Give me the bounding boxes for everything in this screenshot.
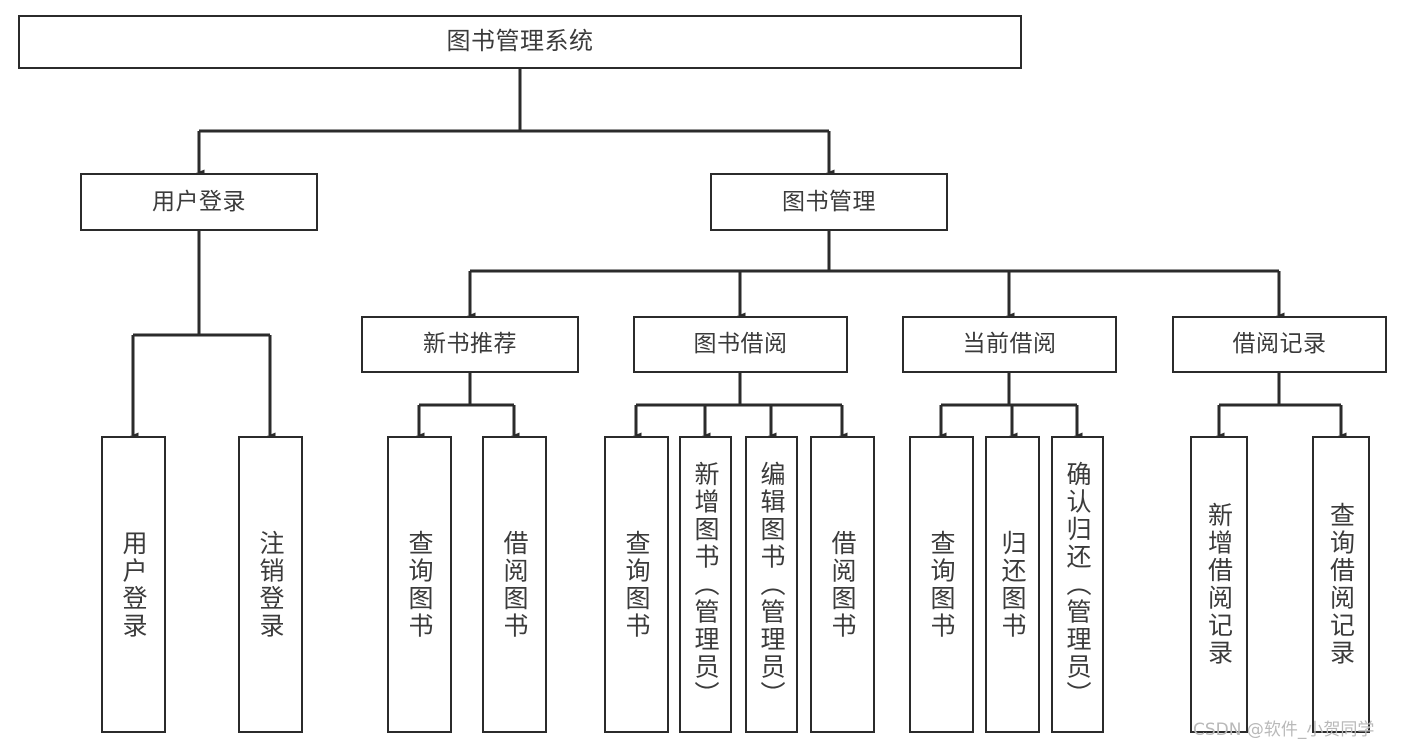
node-level3-2[interactable]: 当前借阅 (902, 316, 1117, 373)
node-label: 图书管理 (782, 188, 876, 215)
node-label: 当前借阅 (962, 331, 1057, 358)
node-label: 借阅图书 (500, 529, 529, 640)
node-label: 新书推荐 (423, 331, 517, 358)
node-leaf-4[interactable]: 查询图书 (604, 436, 669, 733)
node-level3-0[interactable]: 新书推荐 (361, 316, 579, 373)
node-label: 查询图书 (405, 529, 434, 640)
node-label: 用户登录 (119, 529, 148, 640)
node-root[interactable]: 图书管理系统 (18, 15, 1022, 69)
node-label: 确认归还（管理员） (1063, 460, 1092, 709)
node-level2-0[interactable]: 用户登录 (80, 173, 318, 231)
node-label: 编辑图书（管理员） (757, 460, 786, 709)
node-level2-1[interactable]: 图书管理 (710, 173, 948, 231)
node-label: 新增图书（管理员） (691, 460, 720, 709)
node-level3-3[interactable]: 借阅记录 (1172, 316, 1387, 373)
node-label: 用户登录 (152, 188, 246, 215)
node-leaf-11[interactable]: 新增借阅记录 (1190, 436, 1248, 733)
node-leaf-8[interactable]: 查询图书 (909, 436, 974, 733)
csdn-watermark: CSDN @软件_小贺同学 (1193, 720, 1375, 740)
node-leaf-3[interactable]: 借阅图书 (482, 436, 547, 733)
node-leaf-5[interactable]: 新增图书（管理员） (679, 436, 732, 733)
node-label: 查询借阅记录 (1326, 502, 1356, 667)
node-label: 查询图书 (927, 529, 956, 640)
node-leaf-1[interactable]: 注销登录 (238, 436, 303, 733)
node-leaf-6[interactable]: 编辑图书（管理员） (745, 436, 798, 733)
node-label: 新增借阅记录 (1204, 502, 1234, 667)
node-label: 查询图书 (622, 529, 651, 640)
node-label: 注销登录 (256, 529, 285, 640)
node-leaf-10[interactable]: 确认归还（管理员） (1051, 436, 1104, 733)
node-label: 图书借阅 (693, 331, 788, 358)
node-leaf-9[interactable]: 归还图书 (985, 436, 1040, 733)
node-leaf-0[interactable]: 用户登录 (101, 436, 166, 733)
node-label: 图书管理系统 (446, 27, 594, 56)
node-leaf-7[interactable]: 借阅图书 (810, 436, 875, 733)
node-leaf-12[interactable]: 查询借阅记录 (1312, 436, 1370, 733)
node-label: 借阅图书 (828, 529, 857, 640)
node-level3-1[interactable]: 图书借阅 (633, 316, 848, 373)
node-leaf-2[interactable]: 查询图书 (387, 436, 452, 733)
node-label: 归还图书 (998, 529, 1027, 640)
node-label: 借阅记录 (1232, 331, 1327, 358)
connector-lines (127, 69, 1347, 442)
